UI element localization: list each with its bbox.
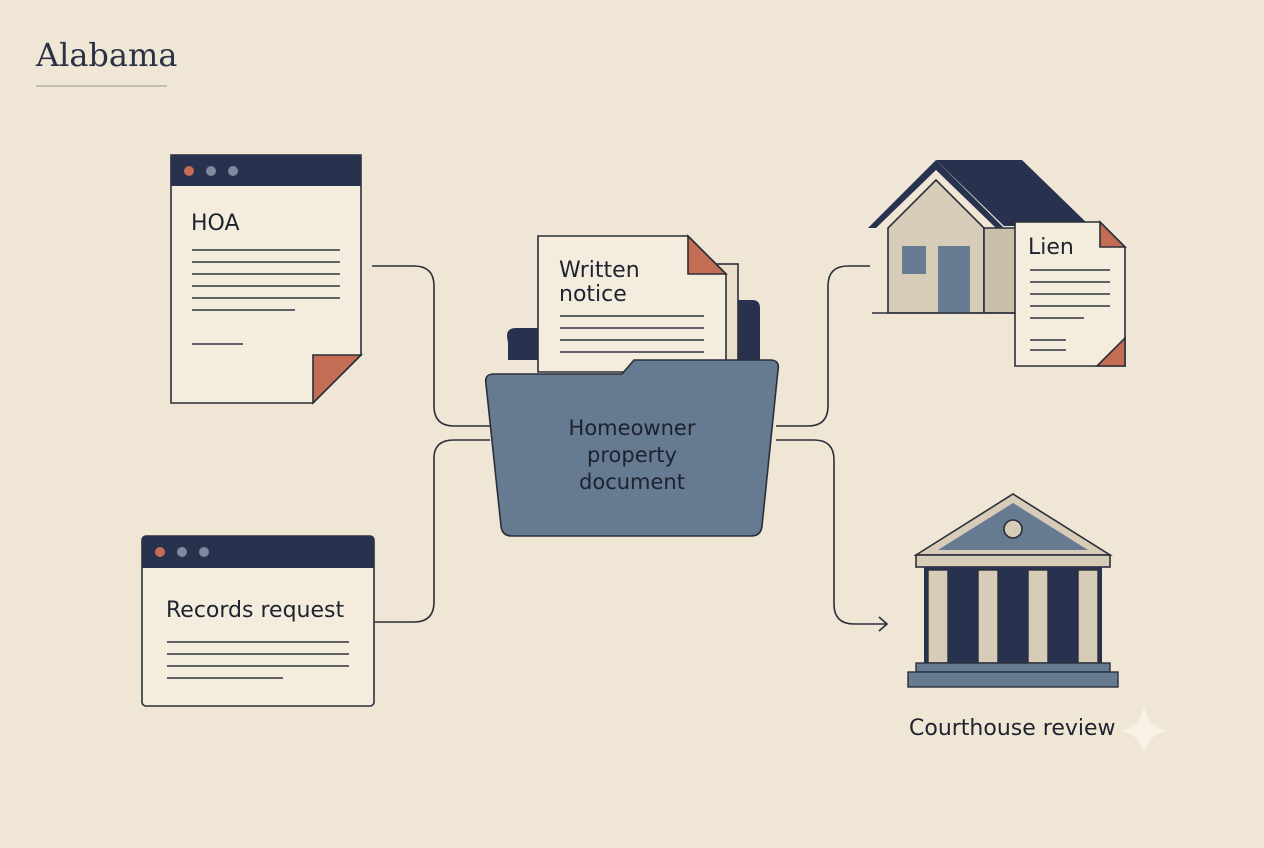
records-titlebar [142,536,374,568]
window-dot-icon [155,547,165,557]
connector-hoa-folder [372,265,490,427]
window-dot-icon [177,547,187,557]
folded-corner-icon [312,354,363,405]
records-request-window: Records request [141,535,375,707]
records-request-label: Records request [166,598,344,623]
hoa-document: HOA [170,154,363,405]
folder-label-line3: document [579,470,685,494]
connector-folder-courthouse [776,439,886,625]
window-dot-icon [184,166,194,176]
written-notice-paper [537,235,727,373]
page-title: Alabama [35,36,177,74]
courthouse-interior [924,567,1102,663]
folder-front [484,359,780,537]
folded-corner-icon [1095,336,1126,367]
sparkle-icon [1121,705,1167,755]
courthouse-step [915,662,1111,673]
hoa-titlebar [171,155,361,186]
courthouse-entablature [915,554,1111,568]
homeowner-folder: Written notice Homeowner property docume… [484,234,780,537]
courthouse-column [1077,569,1099,664]
courthouse-column [927,569,949,664]
window-dot-icon [199,547,209,557]
folder-label-line2: property [587,443,677,467]
house-roof-icon [936,160,1090,226]
folder-label-line1: Homeowner [569,416,696,440]
hoa-label: HOA [191,211,240,236]
lien-label: Lien [1028,235,1074,260]
window-dot-icon [228,166,238,176]
courthouse-column [1027,569,1049,664]
connector-folder-lien [776,265,870,427]
written-notice-line1: Written [559,258,640,283]
connector-records-folder [372,439,490,623]
window-dot-icon [206,166,216,176]
arrow-head-courthouse [878,616,889,632]
house-door-icon [938,246,970,313]
courthouse-icon [907,493,1119,688]
courthouse-column [977,569,999,664]
courthouse-base [907,671,1119,688]
connectors [372,265,889,632]
folded-corner-icon [1099,220,1127,248]
courthouse-review-label: Courthouse review [909,716,1116,741]
house-window-icon [902,246,926,274]
house-with-lien: Lien [868,160,1127,367]
courthouse-medallion [1003,519,1023,539]
written-notice-line2: notice [559,282,627,307]
folded-corner-icon [687,234,728,275]
house-gable [868,160,1004,228]
